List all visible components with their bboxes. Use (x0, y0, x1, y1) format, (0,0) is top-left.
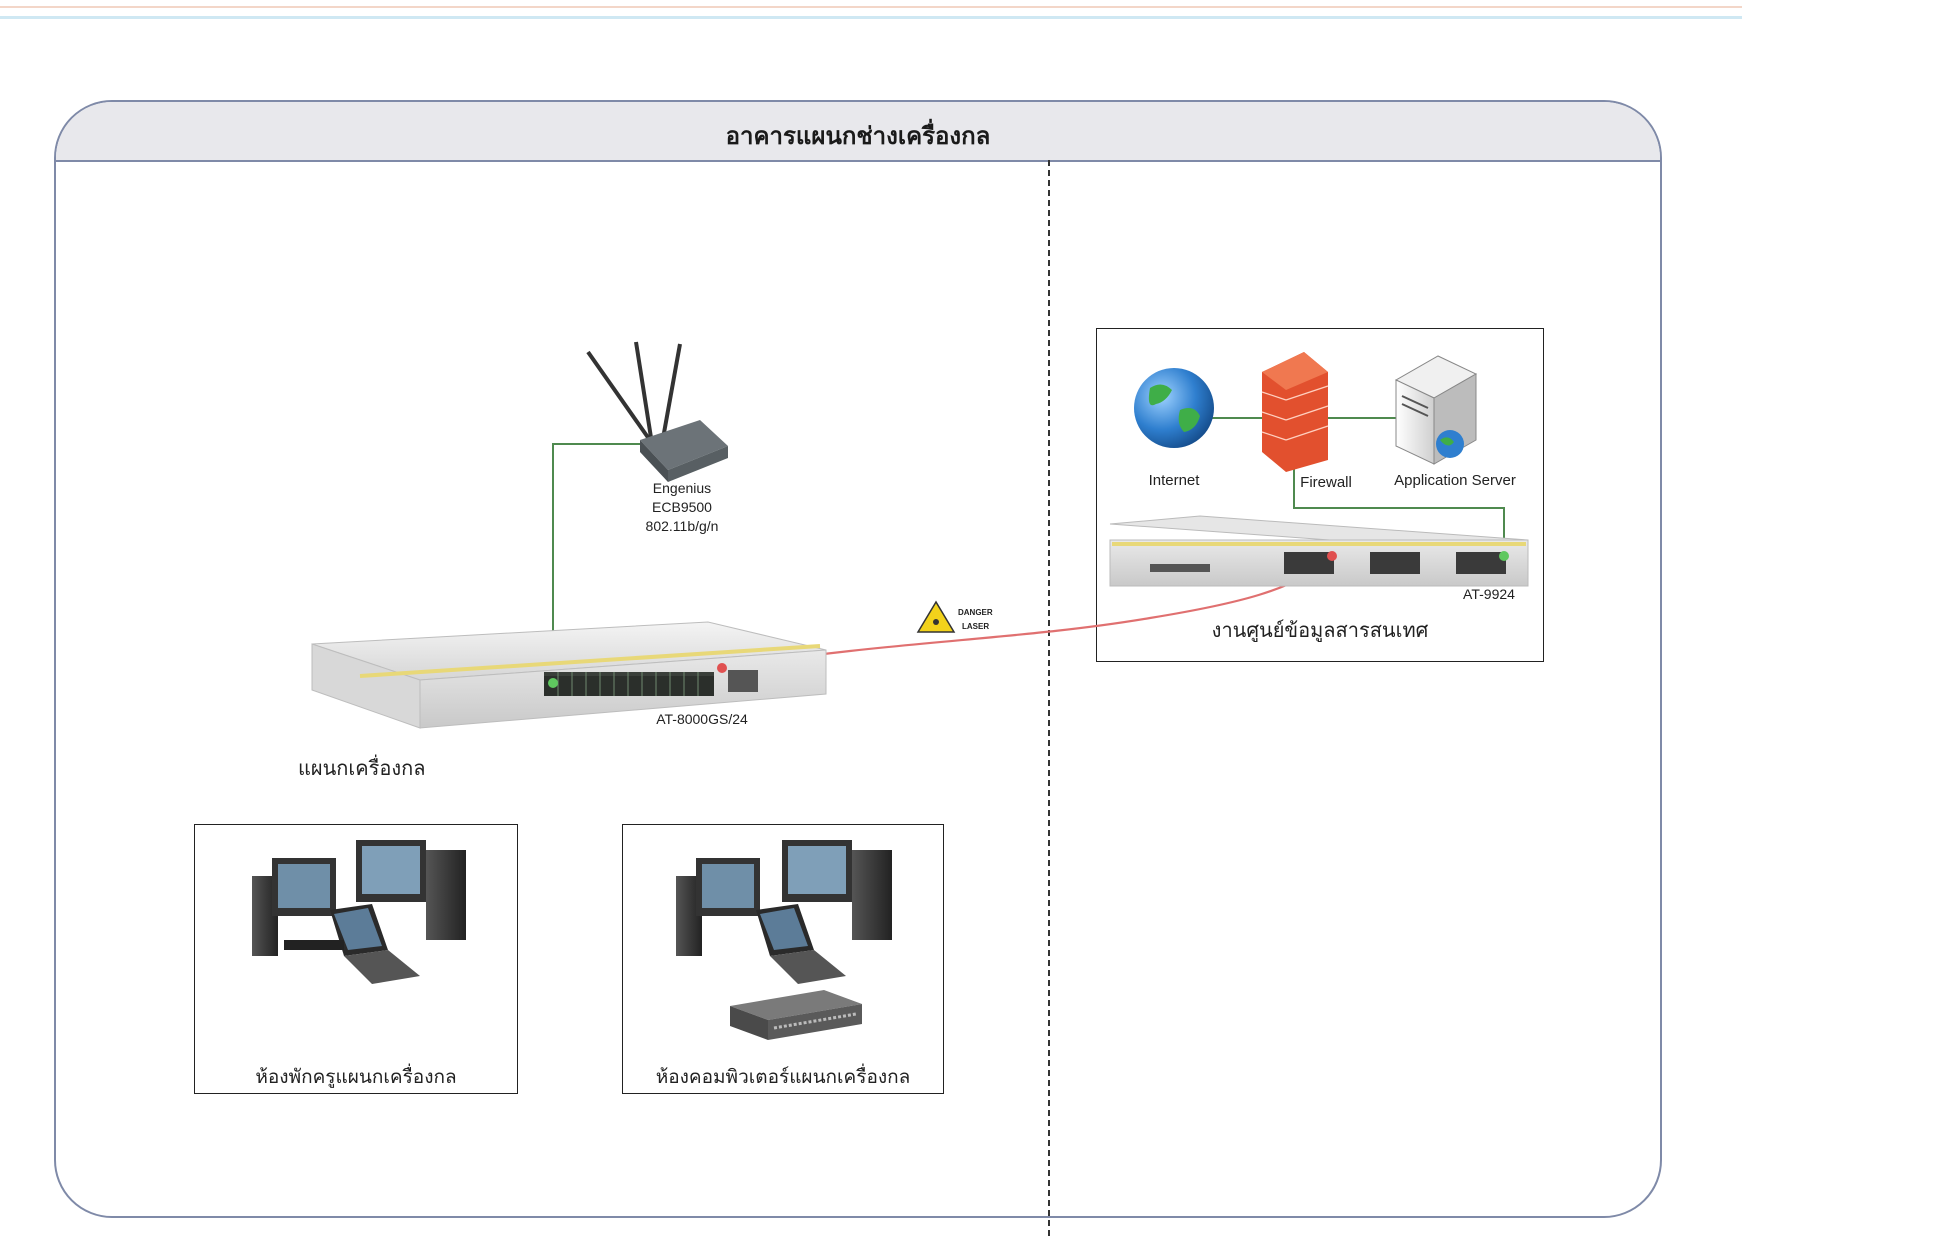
access-switch-icon (311, 621, 827, 729)
building-header: อาคารแผนกช่างเครื่องกล (56, 102, 1660, 162)
internet-label: Internet (1148, 472, 1200, 489)
ap-brand-label: Engenius (652, 480, 712, 496)
top-rule-orange (0, 6, 1742, 8)
firewall-label: Firewall (1300, 474, 1352, 491)
core-switch-icon (1109, 515, 1529, 587)
laser-warning-line1: DANGER (958, 608, 993, 617)
laser-warning-icon (916, 600, 956, 633)
department-label: แผนกเครื่องกล (298, 756, 426, 780)
teacher-room-label: ห้องพักครูแผนกเครื่องกล (255, 1066, 457, 1088)
top-rule-blue (0, 16, 1742, 19)
core-switch-label: AT-9924 (1463, 586, 1515, 602)
computer-lab-computers-icon (676, 840, 892, 984)
section-divider (1048, 160, 1050, 1236)
fiber-link (721, 555, 1333, 670)
firewall-core-cable (1293, 462, 1505, 556)
access-switch-label: AT-8000GS/24 (656, 711, 748, 727)
server-label: Application Server (1394, 472, 1516, 489)
lab-hub-icon (730, 990, 862, 1040)
globe-icon (1134, 368, 1214, 448)
building-title: อาคารแผนกช่างเครื่องกล (725, 122, 991, 150)
ap-uplink-cable (552, 443, 640, 642)
ap-standard-label: 802.11b/g/n (645, 518, 719, 534)
firewall-icon (1261, 352, 1329, 472)
laser-warning-line2: LASER (962, 622, 990, 631)
ap-model-label: ECB9500 (652, 499, 712, 515)
building-frame: อาคารแผนกช่างเครื่องกล (54, 100, 1662, 1218)
wireless-ap-icon (586, 341, 728, 482)
data-center-label: งานศูนย์ข้อมูลสารสนเทศ (1211, 618, 1429, 642)
application-server-icon (1394, 355, 1478, 465)
computer-lab-label: ห้องคอมพิวเตอร์แผนกเครื่องกล (655, 1066, 911, 1088)
teacher-room-computers-icon (252, 840, 466, 984)
